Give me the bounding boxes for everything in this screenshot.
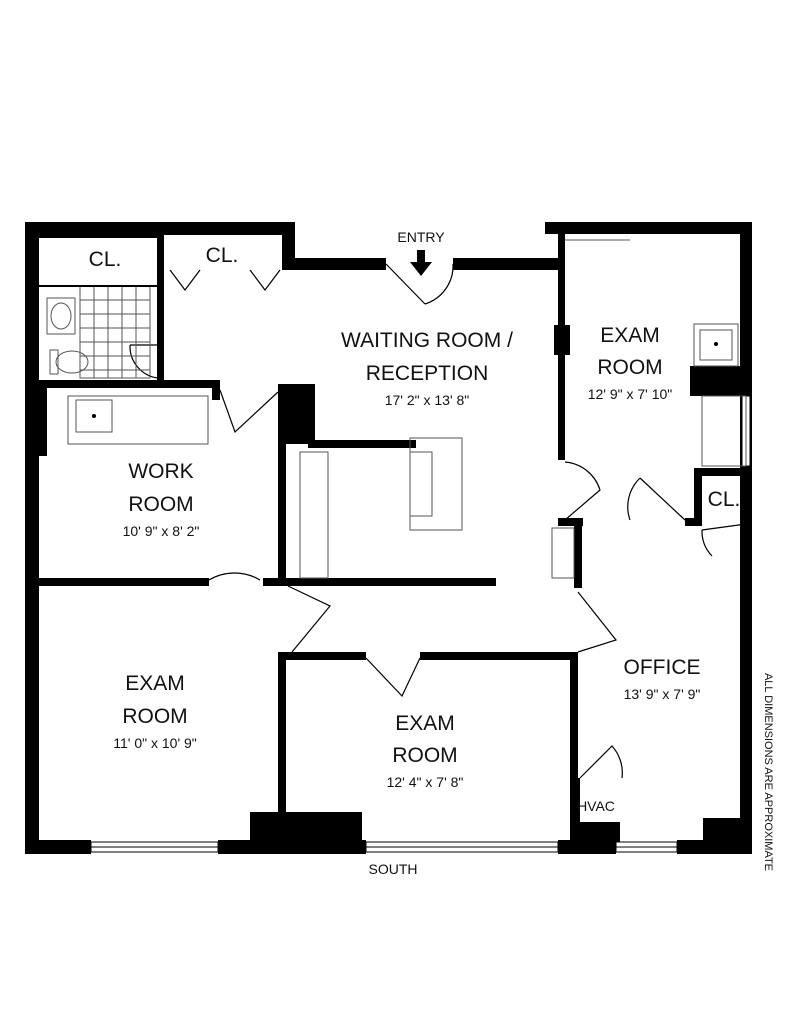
exam-room-ne-name-1: EXAM xyxy=(600,324,660,347)
exam-room-ne-name-2: ROOM xyxy=(597,356,662,379)
tile-floor xyxy=(79,285,151,379)
work-room-name-1: WORK xyxy=(128,460,193,483)
approximate-dimensions-note: ALL DIMENSIONS ARE APPROXIMATE xyxy=(762,673,774,871)
waiting-room-name-2: RECEPTION xyxy=(366,362,489,385)
exam-room-sw-dims: 11' 0" x 10' 9" xyxy=(113,735,197,751)
hvac-label: HVAC xyxy=(577,798,615,814)
exam-room-s-name-1: EXAM xyxy=(395,712,455,735)
closet-label-3: CL. xyxy=(708,488,741,511)
exam-room-sw-name-2: ROOM xyxy=(122,705,187,728)
exam-room-sink xyxy=(693,323,739,367)
exam-room-s-dims: 12' 4" x 7' 8" xyxy=(387,774,464,790)
exam-room-sw-name-1: EXAM xyxy=(125,672,185,695)
interior-walls xyxy=(39,232,744,842)
entry-arrow-icon xyxy=(410,250,432,276)
office-dims: 13' 9" x 7' 9" xyxy=(624,686,701,702)
reception-desk xyxy=(409,437,463,531)
work-room-counter xyxy=(67,395,209,445)
waiting-room-dims: 17' 2" x 13' 8" xyxy=(385,392,470,408)
doors xyxy=(129,263,747,779)
bathroom-sink xyxy=(46,297,76,335)
entry-label: ENTRY xyxy=(397,229,445,245)
office-name: OFFICE xyxy=(624,656,701,679)
waiting-room-name-1: WAITING ROOM / xyxy=(341,329,513,352)
exam-room-ne-dims: 12' 9" x 7' 10" xyxy=(588,386,673,402)
toilet xyxy=(49,349,89,375)
exam-room-s-name-2: ROOM xyxy=(392,744,457,767)
closet-label-1: CL. xyxy=(89,248,122,271)
work-room-dims: 10' 9" x 8' 2" xyxy=(123,523,200,539)
work-room-name-2: ROOM xyxy=(128,493,193,516)
fixtures xyxy=(39,232,747,579)
exterior-walls xyxy=(25,222,752,854)
closet-label-2: CL. xyxy=(206,244,239,267)
south-label: SOUTH xyxy=(369,861,418,877)
